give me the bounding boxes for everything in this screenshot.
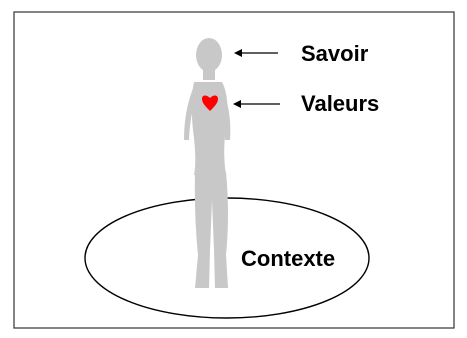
label-contexte: Contexte bbox=[241, 246, 335, 271]
label-valeurs: Valeurs bbox=[301, 91, 379, 116]
label-savoir: Savoir bbox=[301, 41, 369, 66]
arrow-savoir bbox=[234, 49, 278, 57]
arrow-valeurs bbox=[233, 100, 280, 108]
person-silhouette-icon bbox=[184, 38, 230, 288]
diagram-frame bbox=[14, 12, 454, 328]
